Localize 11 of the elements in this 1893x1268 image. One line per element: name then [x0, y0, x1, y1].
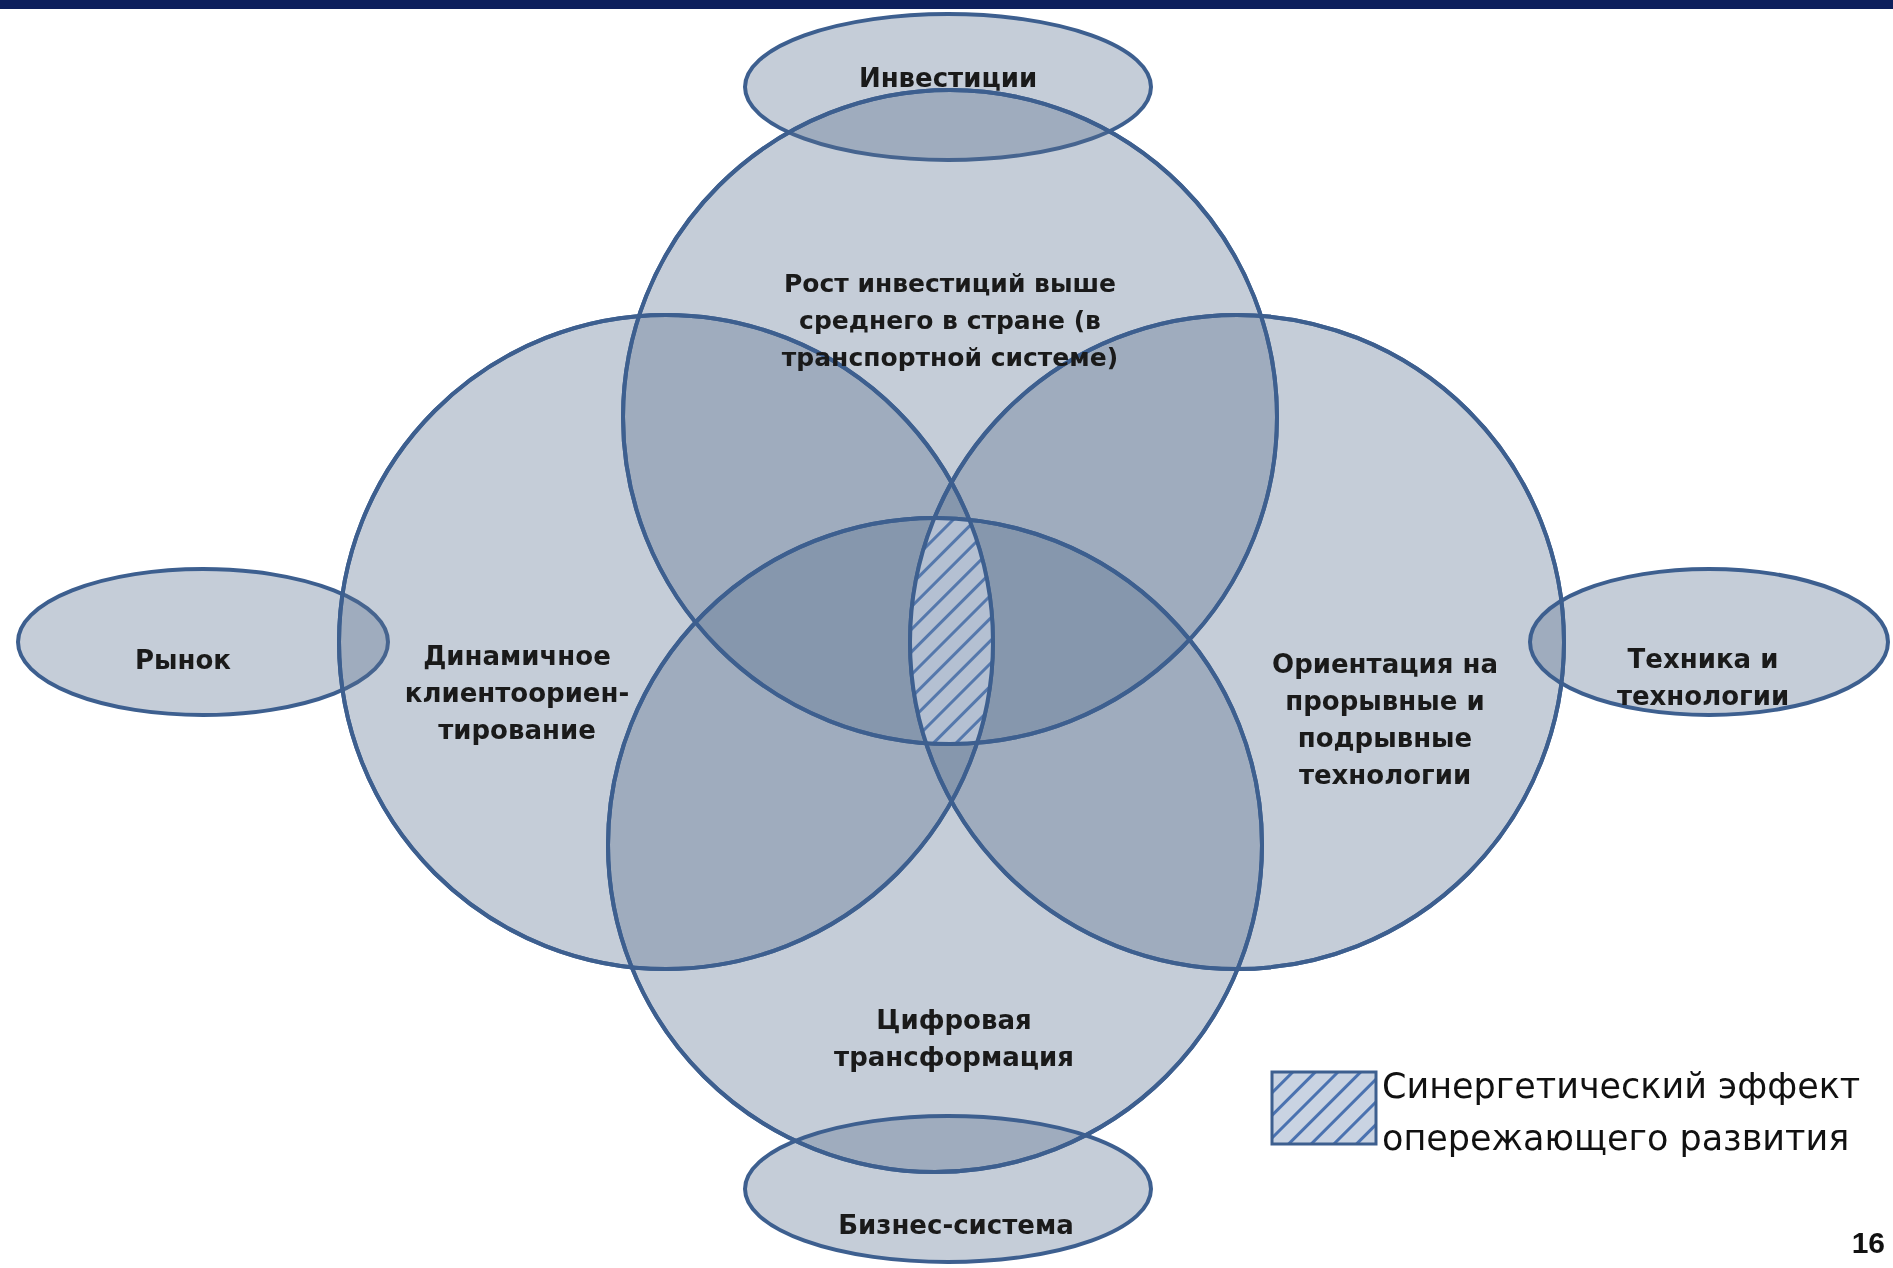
page-number: 16 — [1851, 1226, 1885, 1260]
legend-text: Синергетический эффект опережающего развития — [1382, 1065, 1862, 1160]
node-label: Ориентация на прорывные и подрывные технологии — [1271, 648, 1499, 792]
node-label: Цифровая трансформация — [833, 1004, 1075, 1074]
node-label: Бизнес-система — [837, 1209, 1075, 1242]
node-label: Рынок — [133, 644, 232, 677]
node-label: Инвестиции — [857, 62, 1039, 95]
node-label: Динамичное клиентоориен-тирование — [403, 640, 631, 747]
node-label: Техника и технологии — [1615, 643, 1791, 713]
ellipse-node — [1528, 567, 1890, 717]
ellipse-node — [743, 1114, 1153, 1264]
